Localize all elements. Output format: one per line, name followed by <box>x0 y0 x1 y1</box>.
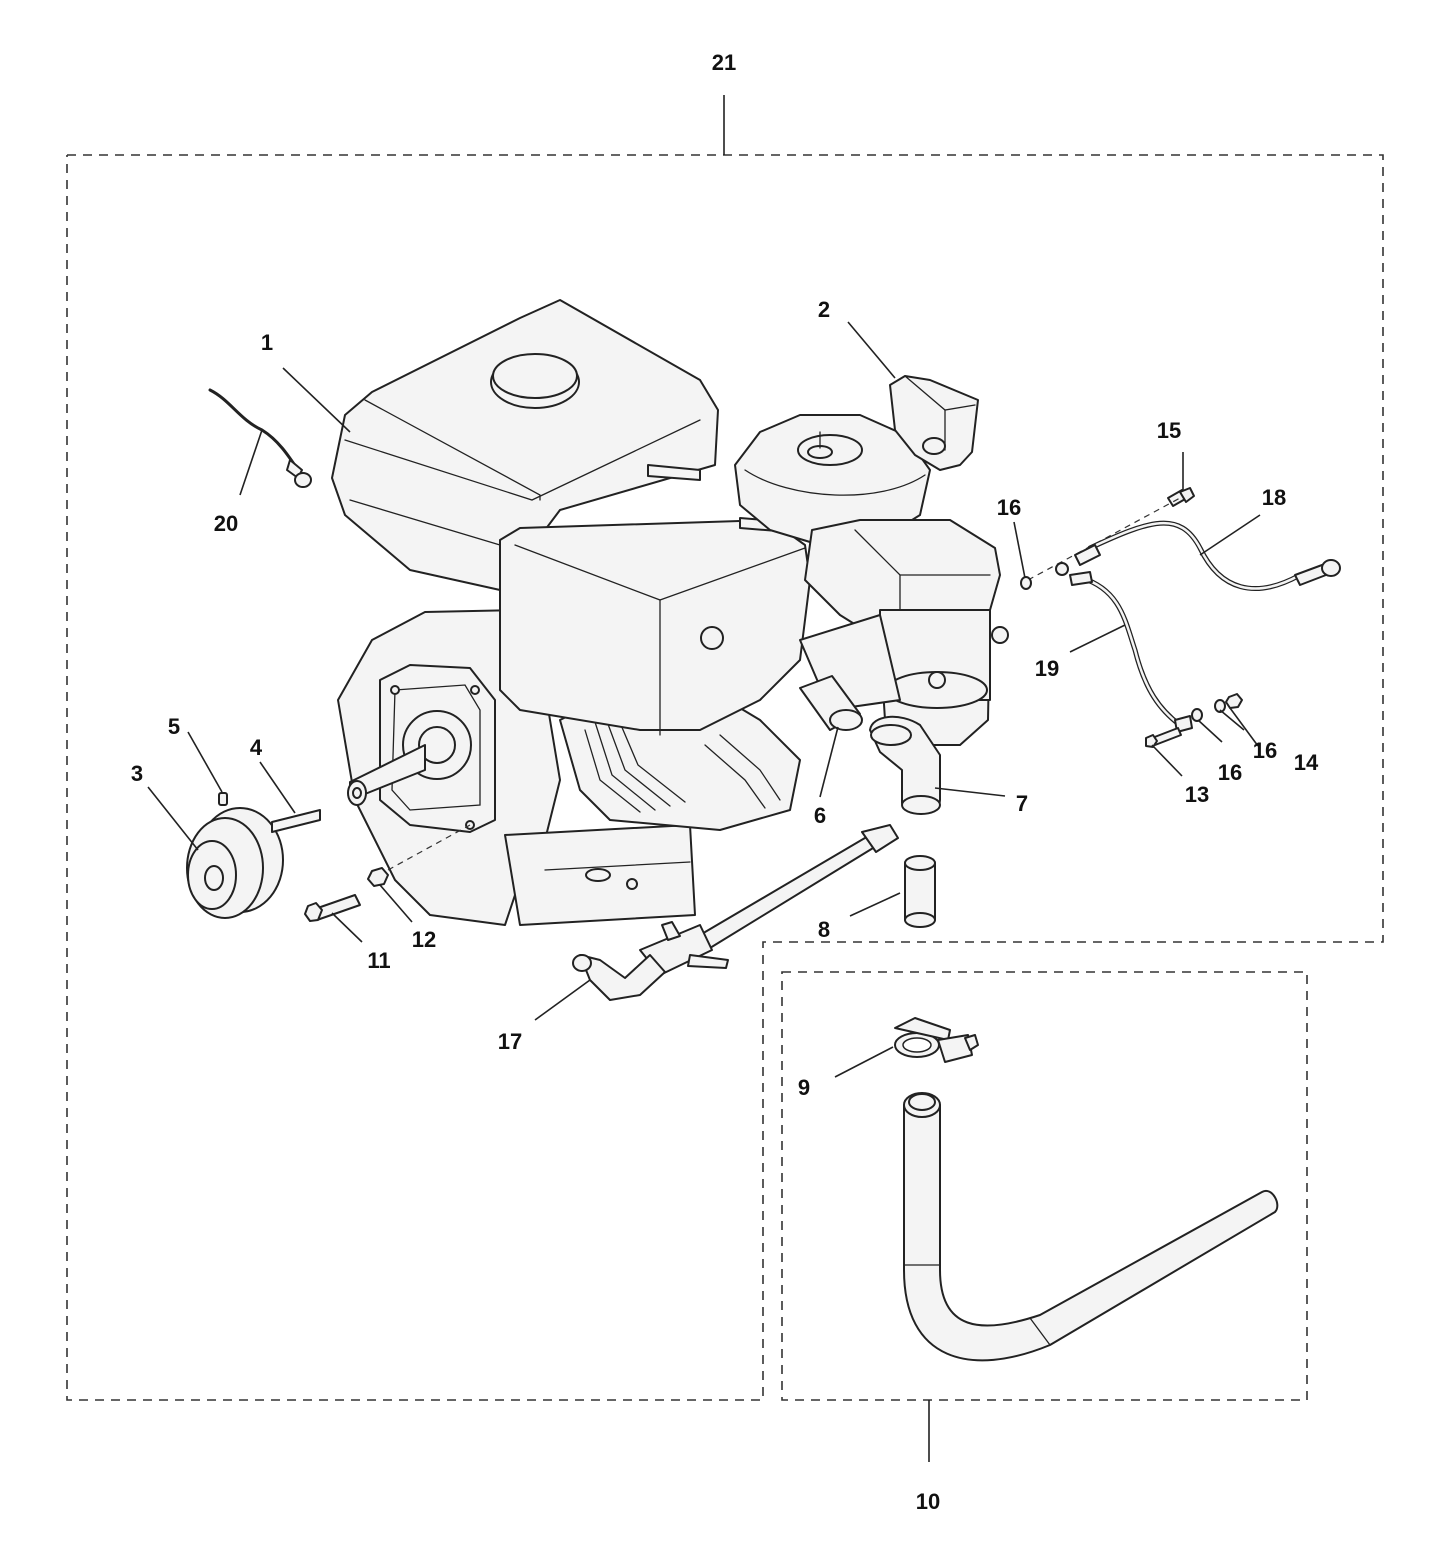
assembly-10-boundary <box>781 971 1308 1401</box>
callout-7: 7 <box>1016 791 1028 816</box>
callout-15: 15 <box>1157 418 1181 443</box>
set-screw <box>218 792 228 806</box>
callout-4: 4 <box>250 735 263 760</box>
callout-19: 19 <box>1035 656 1059 681</box>
callout-16: 16 <box>997 495 1021 520</box>
callout-5: 5 <box>168 714 180 739</box>
ground-wire <box>208 388 312 488</box>
callout-12: 12 <box>412 927 436 952</box>
sleeve <box>904 855 936 928</box>
callout-21: 21 <box>712 50 736 75</box>
shaft-key <box>271 809 321 833</box>
callout-10: 10 <box>916 1489 940 1514</box>
fuel-line <box>572 824 899 1001</box>
callout-20: 20 <box>214 511 238 536</box>
nut <box>367 867 389 887</box>
small-bolt <box>1145 727 1182 748</box>
hose-clamp <box>894 1017 979 1063</box>
cable <box>1055 520 1341 591</box>
callout-16: 16 <box>1218 760 1242 785</box>
callout-8: 8 <box>818 917 830 942</box>
callout-6: 6 <box>814 803 826 828</box>
washer <box>1214 699 1226 713</box>
callout-3: 3 <box>131 761 143 786</box>
bolt <box>304 894 361 922</box>
assembly-21-boundary <box>66 154 1384 1401</box>
callout-16: 16 <box>1253 738 1277 763</box>
callout-18: 18 <box>1262 485 1286 510</box>
callout-9: 9 <box>798 1075 810 1100</box>
small-nut <box>1225 693 1243 709</box>
elbow <box>869 715 941 815</box>
engine <box>331 299 1009 926</box>
fitting <box>799 675 863 731</box>
callout-1: 1 <box>261 330 273 355</box>
washer <box>1191 708 1203 722</box>
callout-11: 11 <box>367 948 390 973</box>
callout-13: 13 <box>1185 782 1209 807</box>
pulley <box>186 807 284 919</box>
callout-14: 14 <box>1294 750 1319 775</box>
cable <box>1069 571 1193 733</box>
callout-17: 17 <box>498 1029 522 1054</box>
callout-2: 2 <box>818 297 830 322</box>
screw <box>1167 487 1195 507</box>
washer <box>1020 576 1032 590</box>
bent-tube <box>903 1092 1279 1362</box>
bracket <box>889 375 979 471</box>
